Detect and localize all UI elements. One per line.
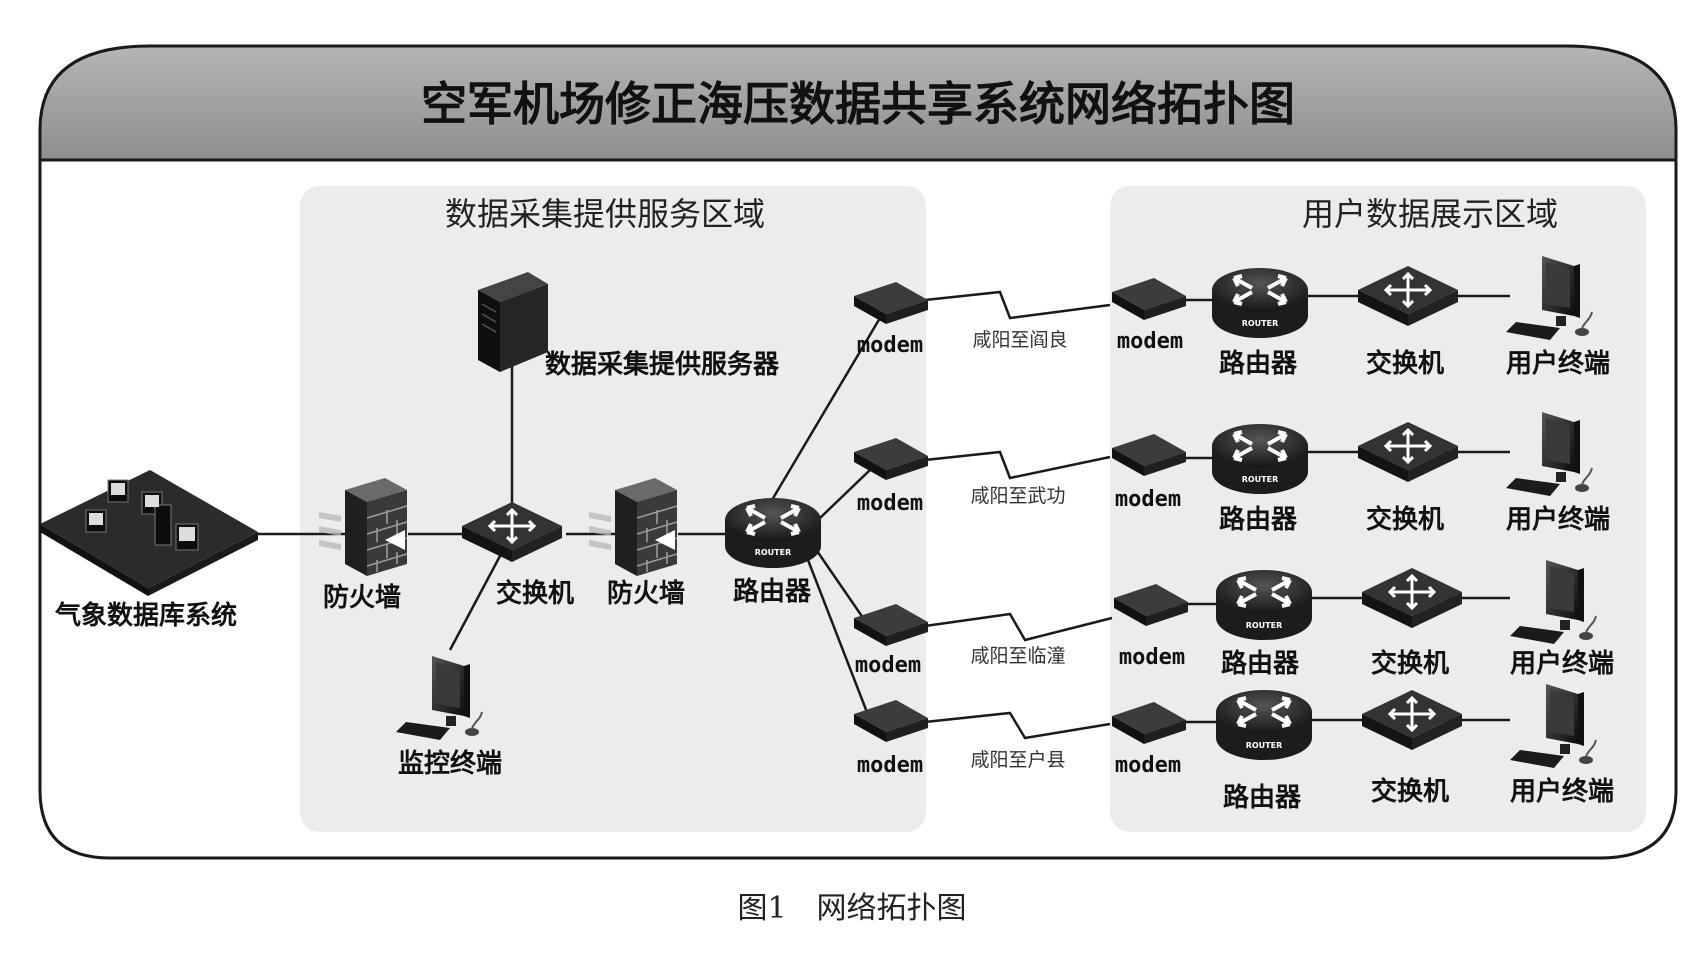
router-label: 路由器: [1221, 648, 1300, 679]
server-icon: [478, 272, 548, 372]
database-system-icon: [40, 470, 258, 596]
router-icon-text: ROUTER: [1242, 319, 1279, 328]
zone-left-title: 数据采集提供服务区域: [445, 195, 765, 233]
figure-caption: 图1 网络拓扑图: [737, 891, 966, 926]
zone-user-display: [1110, 186, 1646, 832]
switch-label: 交换机: [1366, 348, 1444, 379]
monitor-label: 监控终端: [398, 748, 502, 779]
modem-right-label: modem: [1115, 487, 1181, 512]
switch-main-label: 交换机: [496, 578, 574, 609]
link-label: 咸阳至阎良: [972, 329, 1067, 351]
router-icon-text: ROUTER: [1246, 741, 1283, 750]
modem-right-label: modem: [1115, 753, 1181, 778]
router-label: 路由器: [1219, 504, 1298, 535]
router-icon-text: ROUTER: [1242, 475, 1279, 484]
link-label: 咸阳至武功: [970, 485, 1065, 507]
diagram-title: 空军机场修正海压数据共享系统网络拓扑图: [421, 77, 1295, 131]
firewall-2-label: 防火墙: [607, 579, 685, 609]
link-label: 咸阳至户县: [970, 749, 1065, 771]
link-label: 咸阳至临潼: [970, 645, 1065, 667]
router-main-label: 路由器: [733, 576, 812, 607]
modem-left-label: modem: [855, 653, 921, 678]
router-label: 路由器: [1219, 348, 1298, 379]
server-label: 数据采集提供服务器: [545, 349, 780, 380]
router-icon-text: ROUTER: [1246, 621, 1283, 630]
router-label: 路由器: [1223, 782, 1302, 813]
zone-right-title: 用户数据展示区域: [1302, 195, 1558, 233]
modem-left-label: modem: [857, 491, 923, 516]
modem-left-label: modem: [857, 753, 923, 778]
modem-right-label: modem: [1119, 645, 1185, 670]
terminal-label: 用户终端: [1510, 648, 1614, 679]
switch-label: 交换机: [1371, 776, 1449, 807]
database-label: 气象数据库系统: [54, 600, 237, 631]
switch-label: 交换机: [1371, 648, 1449, 679]
terminal-label: 用户终端: [1506, 348, 1610, 379]
terminal-label: 用户终端: [1506, 504, 1610, 535]
modem-right-label: modem: [1117, 329, 1183, 354]
router-icon-text: ROUTER: [755, 548, 792, 557]
firewall-1-label: 防火墙: [323, 583, 401, 613]
header-band: [38, 44, 1678, 162]
terminal-label: 用户终端: [1510, 776, 1614, 807]
router-icon: [723, 496, 823, 570]
modem-left-label: modem: [857, 333, 923, 358]
switch-label: 交换机: [1366, 504, 1444, 535]
